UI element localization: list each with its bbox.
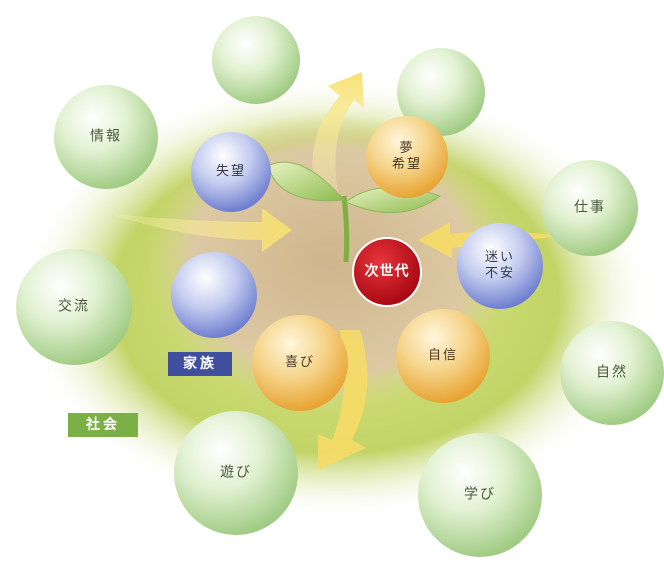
arrow-downward (318, 330, 368, 470)
circle-doubt (457, 223, 543, 309)
circle-next-generation (352, 237, 422, 307)
circle-info (54, 85, 158, 189)
label-dream: 夢 希望 (392, 141, 422, 174)
arrow-upward (312, 72, 364, 200)
arrow-from-left (110, 208, 292, 252)
label-joy: 喜び (284, 354, 316, 370)
circle-play (174, 411, 298, 535)
label-exchange: 交流 (58, 298, 90, 315)
circle-top-right-blank (397, 48, 485, 136)
label-confidence: 自信 (427, 347, 459, 363)
circle-learn (418, 433, 542, 557)
family-tag: 家族 (168, 352, 232, 376)
label-learn: 学び (464, 486, 496, 503)
label-dream-line2: 希望 (391, 157, 423, 172)
circle-work (542, 160, 638, 256)
circle-exchange (16, 249, 132, 365)
label-info: 情報 (90, 128, 122, 145)
label-work: 仕事 (574, 199, 606, 216)
circle-nature (560, 321, 664, 425)
label-play: 遊び (220, 464, 252, 481)
circle-dream (366, 116, 448, 198)
circle-disappointment (191, 132, 271, 212)
label-dream-line1: 夢 (399, 140, 415, 156)
sprout-stem (341, 195, 350, 263)
society-tag: 社会 (68, 413, 138, 437)
label-doubt-line1: 迷い (484, 249, 516, 265)
circle-top-left-blank (212, 16, 300, 104)
circle-confidence (396, 309, 490, 403)
label-disappointment: 失望 (215, 163, 247, 179)
label-next-generation: 次世代 (364, 263, 410, 280)
label-doubt-line2: 不安 (484, 266, 516, 281)
label-nature: 自然 (596, 364, 628, 381)
label-doubt: 迷い 不安 (485, 250, 515, 283)
circle-blue-blank (171, 252, 257, 338)
circle-joy (252, 315, 348, 411)
